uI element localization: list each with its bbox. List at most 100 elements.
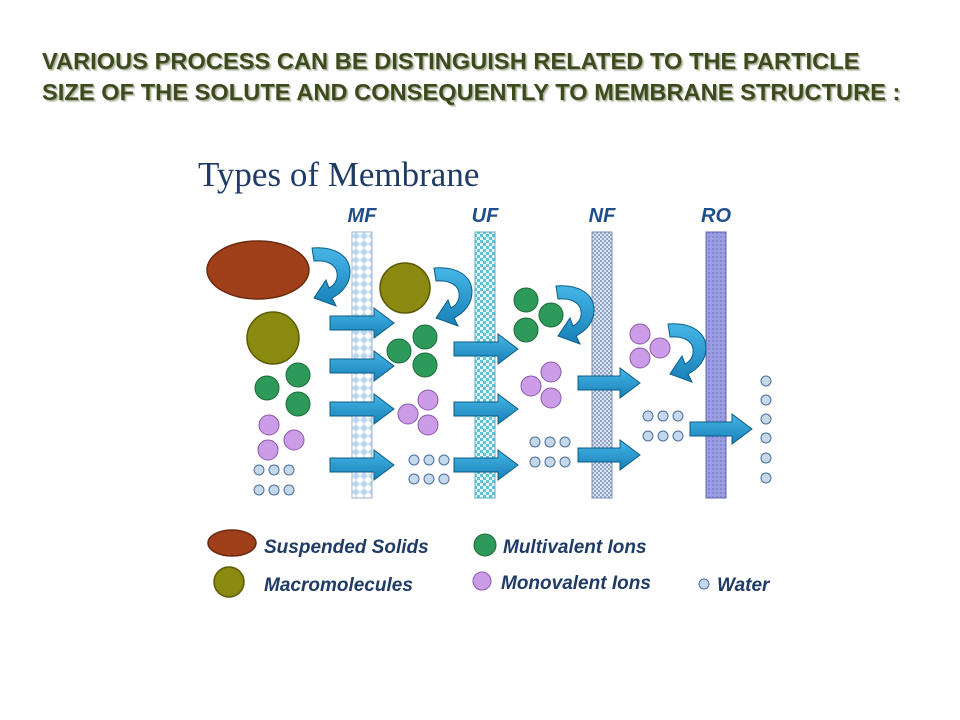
legend-label-monovalent-ions: Monovalent Ions <box>501 573 651 594</box>
water-particle <box>760 472 772 484</box>
multivalent-ion-particle <box>412 324 438 350</box>
monovalent-ion-particle <box>397 403 419 425</box>
stage-feed-particles <box>206 240 311 496</box>
slide-title-line-2: SIZE OF THE SOLUTE AND CONSEQUENTLY TO M… <box>42 79 901 105</box>
water-particle <box>672 430 684 442</box>
membrane-label-ro: RO <box>701 205 731 227</box>
multivalent-ion-particle <box>386 338 412 364</box>
legend-item-multivalent-ions: Multivalent Ions <box>473 533 647 558</box>
right-arrow-icon <box>453 333 519 365</box>
water-particle <box>642 410 654 422</box>
multivalent-ion-particle <box>412 352 438 378</box>
water-particle <box>283 464 295 476</box>
membrane-label-nf: NF <box>589 205 616 227</box>
stage-nf-permeate-particles <box>629 323 684 442</box>
monovalent-ion-particle <box>520 375 542 397</box>
curved-arrow-icon <box>667 323 707 383</box>
water-swatch <box>698 578 710 590</box>
legend-item-water: Water <box>698 575 771 596</box>
right-arrow-icon <box>689 413 753 445</box>
right-arrow-icon <box>329 449 395 481</box>
slide-title: VARIOUS PROCESS CAN BE DISTINGUISH RELAT… <box>42 46 942 108</box>
water-particle <box>529 436 541 448</box>
macromolecule-particle <box>246 311 300 365</box>
water-particle <box>544 436 556 448</box>
stage-uf-permeate-particles <box>513 287 571 468</box>
water-particle <box>672 410 684 422</box>
multivalent-ion-particle <box>538 302 564 328</box>
right-arrow-icon <box>453 449 519 481</box>
water-particle <box>657 410 669 422</box>
water-particle <box>423 454 435 466</box>
membrane-labels: MF UF NF RO <box>348 205 732 227</box>
water-particle <box>408 454 420 466</box>
legend-label-suspended-solids: Suspended Solids <box>264 537 429 558</box>
right-arrow-icon <box>577 439 641 471</box>
legend-label-multivalent-ions: Multivalent Ions <box>503 537 647 558</box>
water-particle <box>760 432 772 444</box>
monovalent-ion-particle <box>258 414 280 436</box>
membrane-nf <box>591 231 613 499</box>
curved-arrow-icon <box>433 267 473 327</box>
right-arrow-icon <box>577 367 641 399</box>
water-particle <box>438 454 450 466</box>
multivalent-ion-particle <box>513 317 539 343</box>
monovalent-ions-swatch <box>472 571 492 591</box>
legend: Suspended Solids Macromolecules Multival… <box>207 529 771 598</box>
diagram-title: Types of Membrane <box>198 155 479 194</box>
water-particle <box>438 473 450 485</box>
right-arrow-icon <box>329 393 395 425</box>
water-particle <box>760 375 772 387</box>
monovalent-ion-particle <box>417 389 439 411</box>
water-particle <box>283 484 295 496</box>
membrane-uf <box>474 231 496 499</box>
slide-title-line-1: VARIOUS PROCESS CAN BE DISTINGUISH RELAT… <box>42 48 860 74</box>
water-particle <box>253 484 265 496</box>
monovalent-ion-particle <box>629 347 651 369</box>
water-particle <box>544 456 556 468</box>
right-arrow-icon <box>453 393 519 425</box>
water-particle <box>268 484 280 496</box>
membrane-label-mf: MF <box>348 205 378 227</box>
legend-item-suspended-solids: Suspended Solids <box>207 529 429 558</box>
suspended-solids-swatch <box>207 529 257 557</box>
monovalent-ion-particle <box>283 429 305 451</box>
macromolecule-particle <box>379 262 431 314</box>
multivalent-ions-swatch <box>473 533 497 557</box>
monovalent-ion-particle <box>629 323 651 345</box>
monovalent-ion-particle <box>417 414 439 436</box>
water-particle <box>253 464 265 476</box>
stage-ro-permeate-particles <box>760 375 772 484</box>
water-particle <box>559 436 571 448</box>
legend-label-macromolecules: Macromolecules <box>264 575 413 596</box>
water-particle <box>408 473 420 485</box>
multivalent-ion-particle <box>285 391 311 417</box>
monovalent-ion-particle <box>649 337 671 359</box>
monovalent-ion-particle <box>540 387 562 409</box>
water-particle <box>529 456 541 468</box>
legend-item-monovalent-ions: Monovalent Ions <box>472 571 651 594</box>
multivalent-ion-particle <box>254 375 280 401</box>
suspended-solid-particle <box>206 240 310 300</box>
legend-item-macromolecules: Macromolecules <box>213 566 413 598</box>
curved-arrow-icon <box>311 247 351 307</box>
monovalent-ion-particle <box>540 361 562 383</box>
water-particle <box>760 413 772 425</box>
water-particle <box>423 473 435 485</box>
water-particle <box>559 456 571 468</box>
water-particle <box>268 464 280 476</box>
legend-label-water: Water <box>717 575 771 596</box>
water-particle <box>760 394 772 406</box>
membrane-label-uf: UF <box>472 205 499 227</box>
curved-arrow-icon <box>555 285 595 345</box>
multivalent-ion-particle <box>513 287 539 313</box>
permeate-arrows <box>329 307 753 481</box>
membrane-ro <box>705 231 727 499</box>
monovalent-ion-particle <box>257 439 279 461</box>
water-particle <box>657 430 669 442</box>
right-arrow-icon <box>329 307 395 339</box>
water-particle <box>642 430 654 442</box>
rejection-arrows <box>311 247 707 383</box>
stage-mf-permeate-particles <box>379 262 450 485</box>
